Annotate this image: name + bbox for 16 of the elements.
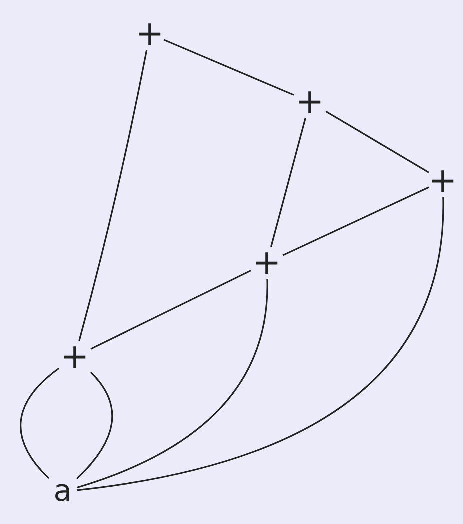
connector-line xyxy=(78,50,148,342)
connector-line xyxy=(76,278,268,489)
connector-line xyxy=(326,110,430,174)
connector-line xyxy=(90,270,252,350)
connector-line xyxy=(76,196,444,492)
node-symbol: a xyxy=(54,477,72,507)
node-symbol: + xyxy=(428,164,458,198)
node-symbol: + xyxy=(252,246,282,280)
connector-line xyxy=(282,186,430,256)
node-symbol: + xyxy=(136,17,164,51)
connector-line xyxy=(270,118,306,248)
node-symbol: + xyxy=(296,85,324,119)
connector-line xyxy=(20,368,60,480)
connector-line xyxy=(164,39,294,96)
node-symbol: + xyxy=(60,340,90,374)
connector-line xyxy=(76,372,114,480)
